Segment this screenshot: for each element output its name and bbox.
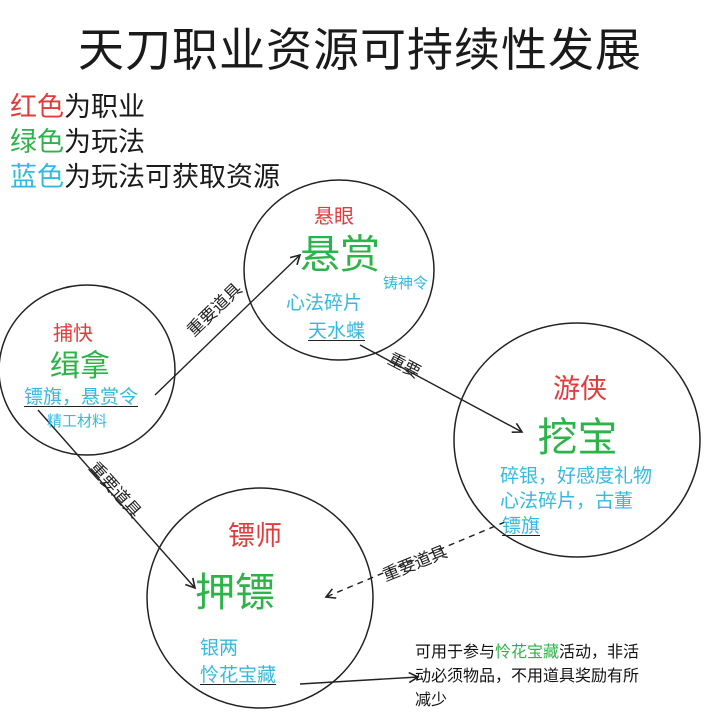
- catcher-resource-1: 镖旗，悬赏令: [24, 386, 139, 408]
- legend-resource: 蓝色为玩法可获取资源: [10, 162, 280, 193]
- edge-catcher-to-bounty: [154, 253, 302, 396]
- bounty-profession: 悬眼: [314, 204, 354, 228]
- catcher-circle: [0, 284, 176, 456]
- catcher-gameplay: 缉拿: [50, 349, 110, 384]
- legend-blue-text: 为玩法可获取资源: [64, 162, 280, 193]
- note-highlight: 怜花宝藏: [495, 642, 560, 661]
- wanderer-resource-2: 心法碎片，古董: [500, 490, 634, 512]
- note-line-2: 动必须物品，不用道具奖励有所: [415, 666, 640, 685]
- escort-profession: 镖师: [228, 521, 282, 552]
- note-prefix: 可用于参与: [415, 642, 496, 661]
- bounty-resource-tag: 铸神令: [383, 274, 429, 292]
- bounty-circle: [243, 179, 435, 361]
- legend-green-key: 绿色: [10, 127, 64, 158]
- legend-gameplay: 绿色为玩法: [10, 127, 145, 158]
- note-suffix: 活动，非活: [559, 642, 640, 661]
- escort-resource-1: 银两: [200, 637, 239, 659]
- wanderer-circle: [453, 322, 701, 558]
- legend-green-text: 为玩法: [64, 127, 145, 158]
- page-title: 天刀职业资源可持续性发展: [78, 23, 642, 77]
- legend-profession: 红色为职业: [10, 92, 145, 123]
- bounty-resource-1: 心法碎片: [286, 292, 363, 314]
- legend-red-key: 红色: [10, 92, 64, 123]
- wanderer-resource-1: 碎银，好感度礼物: [500, 465, 653, 487]
- wanderer-resource-3: 镖旗: [502, 515, 541, 537]
- edge-catcher-to-escort: [37, 409, 197, 590]
- wanderer-gameplay: 挖宝: [537, 415, 618, 461]
- wanderer-profession: 游侠: [553, 374, 607, 405]
- catcher-resource-2: 精工材料: [47, 412, 108, 430]
- legend-red-text: 为职业: [64, 92, 145, 123]
- legend-blue-key: 蓝色: [10, 162, 64, 193]
- bounty-gameplay: 悬赏: [300, 232, 380, 278]
- escort-circle: [146, 487, 374, 709]
- bounty-resource-2: 天水蝶: [308, 320, 366, 342]
- escort-gameplay: 押镖: [195, 570, 275, 616]
- catcher-profession: 捕快: [53, 321, 93, 345]
- escort-resource-2: 怜花宝藏: [200, 664, 277, 686]
- note-line-1: 可用于参与怜花宝藏活动，非活: [415, 640, 639, 664]
- note-text: 可用于参与怜花宝藏活动，非活 动必须物品，不用道具奖励有所 减少: [415, 640, 639, 712]
- edge-treasure-to-note: [299, 671, 420, 685]
- note-line-3: 减少: [415, 690, 448, 709]
- edge-bounty-to-wanderer: [359, 344, 524, 433]
